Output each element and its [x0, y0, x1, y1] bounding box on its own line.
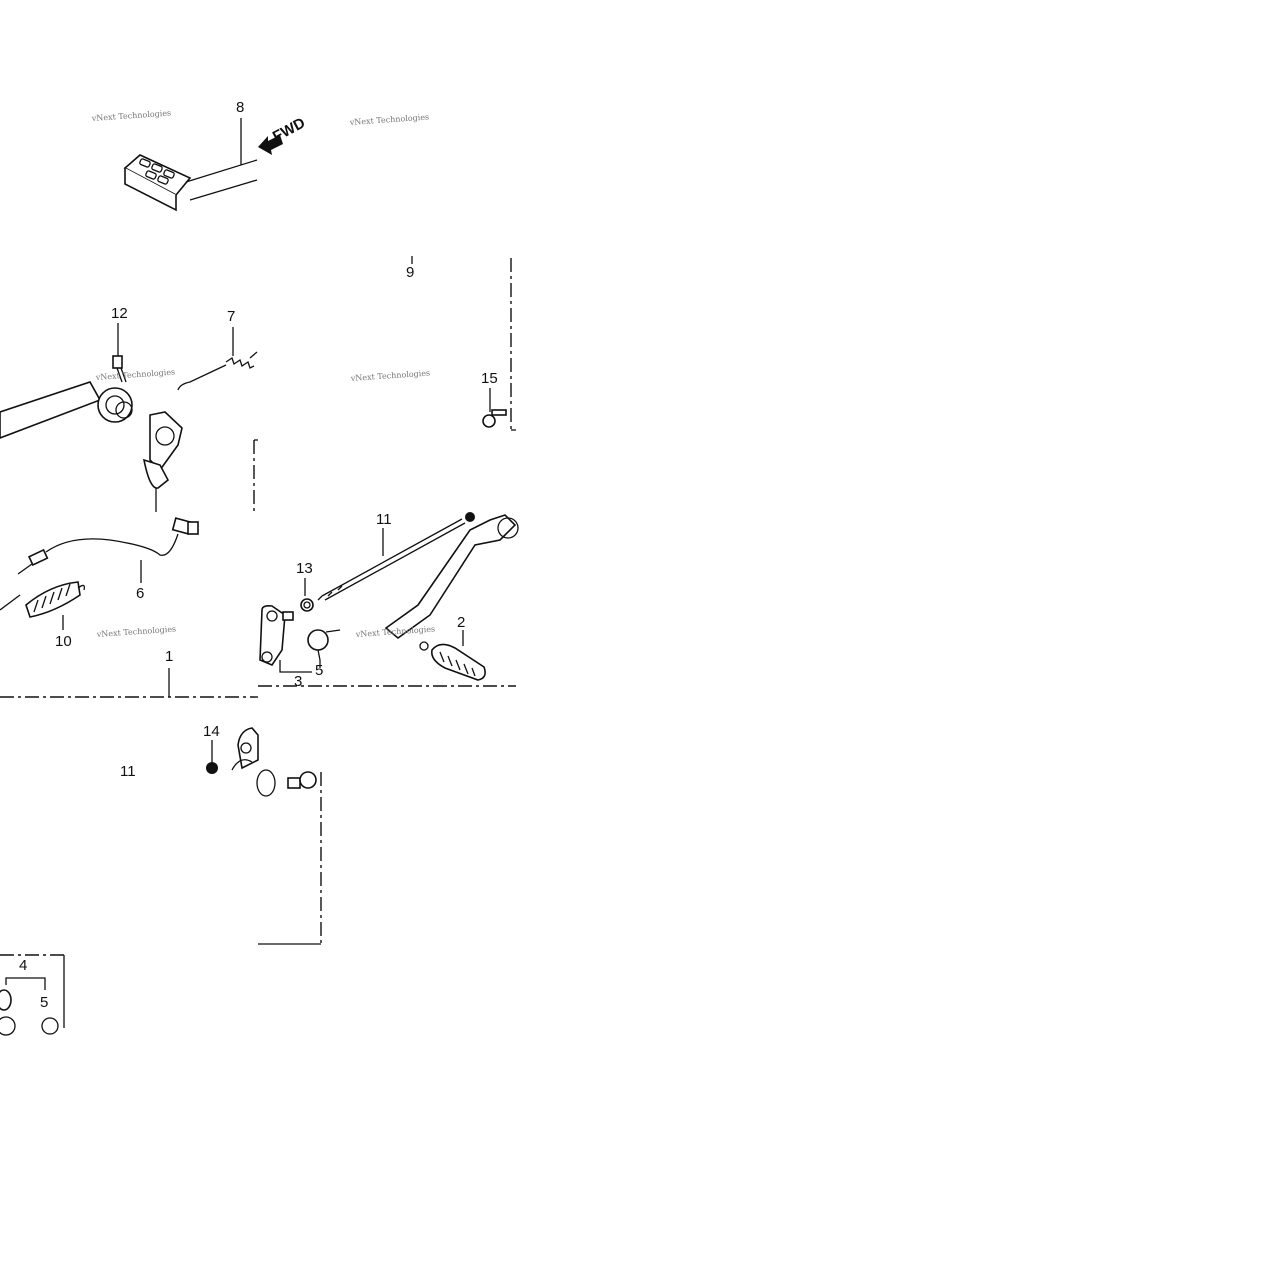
nut-14: [206, 762, 218, 774]
joint-5: [307, 629, 341, 661]
shift-pedal-tile: 11 13 5 3 2 v: [258, 511, 519, 690]
callout-5b: 5: [40, 994, 48, 1011]
callout-14: 14: [203, 723, 220, 740]
callout-11b: 11: [120, 763, 136, 780]
switch-tile: 6 10 1 vNext Technologies: [0, 517, 258, 698]
callout-10: 10: [55, 633, 72, 650]
switch-bracket: [142, 411, 183, 489]
spring-7: [177, 351, 258, 391]
brake-pedal: [123, 154, 258, 212]
shift-arm-3: [259, 605, 294, 666]
callout-13: 13: [296, 560, 313, 577]
brake-pedal-tile: 8 FWD vNext Technologies vNext Technolog…: [91, 99, 430, 212]
brake-arm-tile: 12 7 vNext Technologies: [0, 305, 258, 515]
callout-15: 15: [481, 370, 498, 387]
watermark: vNext Technologies: [349, 112, 430, 127]
watermark: vNext Technologies: [96, 624, 177, 639]
shift-rod-11: [317, 512, 475, 601]
frame-tile: 9 15 vNext Technologies: [350, 256, 516, 431]
callout-6: 6: [136, 585, 144, 602]
fwd-label: FWD: [270, 114, 308, 145]
callout-11: 11: [376, 511, 392, 528]
spring-10: [0, 581, 86, 618]
watermark: vNext Technologies: [355, 624, 436, 639]
callout-5: 5: [315, 662, 323, 679]
fwd-arrow: FWD: [258, 114, 308, 155]
callout-7: 7: [227, 308, 235, 325]
bracket-tile: [256, 769, 322, 945]
callout-12: 12: [111, 305, 128, 322]
watermark: vNext Technologies: [95, 367, 176, 382]
linkage-tile: 14 11: [120, 723, 259, 780]
callout-4: 4: [19, 957, 27, 974]
fitting: [287, 771, 317, 789]
callout-8: 8: [236, 99, 244, 116]
callout-1: 1: [165, 648, 173, 665]
brake-arm-pivot: [97, 387, 133, 423]
bolt-15: [482, 409, 507, 428]
brake-switch-6: [17, 517, 199, 575]
watermark: vNext Technologies: [91, 108, 172, 123]
watermark: vNext Technologies: [350, 368, 431, 383]
shift-pedal-2: [384, 514, 519, 681]
callout-9: 9: [406, 264, 414, 281]
lower-left-tile: 4 5: [0, 954, 65, 1036]
linkage-arm: [237, 727, 259, 770]
callout-2: 2: [457, 614, 465, 631]
nut-13: [300, 598, 314, 612]
callout-3: 3: [294, 673, 302, 690]
